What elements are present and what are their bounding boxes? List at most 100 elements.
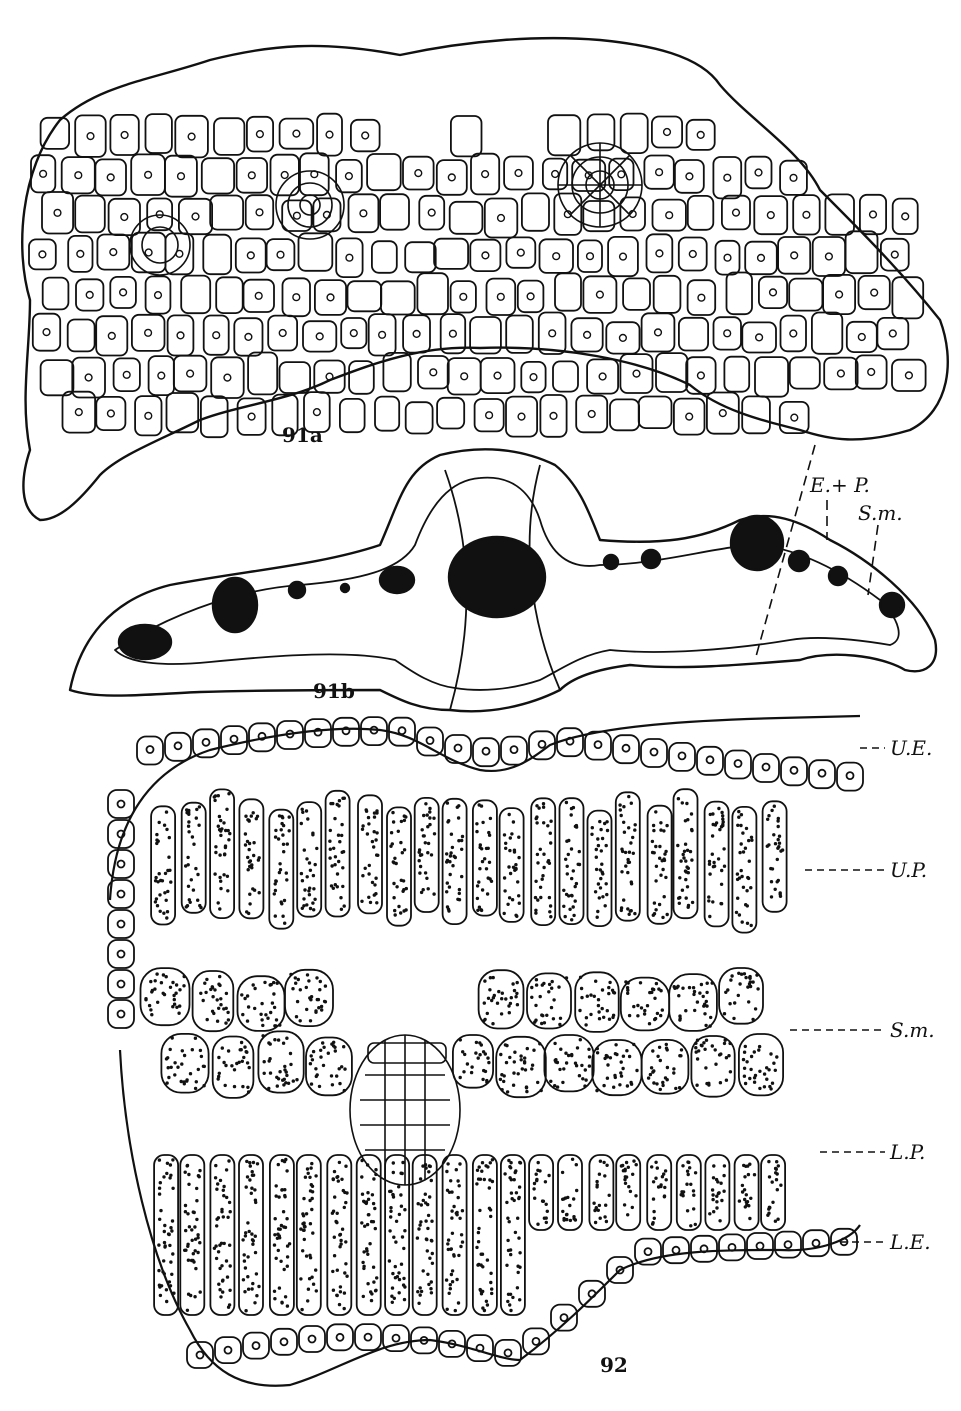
chloroplast (508, 1056, 511, 1059)
chloroplast (534, 1004, 537, 1007)
chloroplast (248, 1161, 251, 1164)
chloroplast (233, 1085, 236, 1088)
chloroplast (449, 1283, 452, 1286)
chloroplast (158, 1187, 161, 1190)
chloroplast (225, 1168, 228, 1171)
chloroplast (332, 1210, 335, 1213)
chloroplast (427, 1214, 430, 1217)
cell-nucleus (448, 174, 455, 181)
chloroplast (748, 860, 751, 863)
chloroplast (455, 1168, 458, 1171)
chloroplast (255, 1272, 258, 1275)
chloroplast (446, 801, 449, 804)
chloroplast (456, 1179, 459, 1182)
chloroplast (252, 1161, 255, 1164)
chloroplast (753, 1081, 756, 1084)
chloroplast (736, 824, 739, 827)
chloroplast (630, 882, 633, 885)
epidermal-cell (108, 940, 134, 968)
cell-nucleus (118, 981, 125, 988)
chloroplast (269, 1042, 272, 1045)
cell-nucleus (770, 289, 777, 296)
vascular-bundle (119, 625, 171, 659)
chloroplast (694, 1223, 697, 1226)
chloroplast (706, 982, 709, 985)
chloroplast (585, 1016, 588, 1019)
chloroplast (188, 898, 191, 901)
chloroplast (149, 980, 152, 983)
chloroplast (456, 898, 459, 901)
chloroplast (246, 1061, 249, 1064)
chloroplast (428, 1257, 431, 1260)
chloroplast (388, 1259, 391, 1262)
chloroplast (651, 1221, 654, 1224)
chloroplast (344, 1201, 347, 1204)
chloroplast (338, 1303, 341, 1306)
chloroplast (659, 828, 662, 831)
chloroplast (685, 1183, 688, 1186)
chloroplast (245, 1160, 248, 1163)
chloroplast (247, 912, 250, 915)
chloroplast (511, 1296, 514, 1299)
chloroplast (162, 912, 165, 915)
chloroplast (275, 1194, 278, 1197)
chloroplast (215, 1218, 218, 1221)
cell-nucleus (618, 171, 625, 178)
chloroplast (200, 1055, 203, 1058)
chloroplast (481, 821, 484, 824)
cell (68, 236, 92, 272)
chloroplast (340, 908, 343, 911)
epidermal-cell (215, 1337, 241, 1363)
chloroplast (310, 1082, 313, 1085)
cell-nucleus (75, 409, 82, 416)
chloroplast (173, 1073, 176, 1076)
chloroplast (222, 1194, 225, 1197)
chloroplast (194, 1238, 197, 1241)
chloroplast (154, 900, 157, 903)
chloroplast (536, 1223, 539, 1226)
cell (742, 322, 776, 352)
chloroplast (226, 875, 229, 878)
cell (267, 239, 295, 270)
chloroplast (704, 1066, 707, 1069)
chloroplast (180, 1080, 183, 1083)
chloroplast (729, 978, 732, 981)
chloroplast (190, 1228, 193, 1231)
cell (812, 313, 842, 354)
chloroplast (711, 1198, 714, 1201)
chloroplast (431, 1252, 434, 1255)
cell-nucleus (158, 372, 165, 379)
chloroplast (309, 907, 312, 910)
chloroplast (489, 1208, 492, 1211)
chloroplast (603, 1215, 606, 1218)
chloroplast (748, 977, 751, 980)
chloroplast (218, 907, 221, 910)
chloroplast (448, 1292, 451, 1295)
chloroplast (488, 861, 491, 864)
chloroplast (374, 838, 377, 841)
chloroplast (776, 819, 779, 822)
chloroplast (744, 1045, 747, 1048)
chloroplast (248, 1230, 251, 1233)
chloroplast (483, 1001, 486, 1004)
chloroplast (661, 868, 664, 871)
cell (211, 357, 244, 398)
chloroplast (308, 887, 311, 890)
chloroplast (480, 1292, 483, 1295)
cell-nucleus (155, 292, 162, 299)
chloroplast (191, 1259, 194, 1262)
chloroplast (520, 1058, 523, 1061)
chloroplast (184, 1171, 187, 1174)
chloroplast (624, 1182, 627, 1185)
chloroplast (335, 1294, 338, 1297)
chloroplast (217, 1250, 220, 1253)
chloroplast (550, 987, 553, 990)
chloroplast (167, 856, 170, 859)
chloroplast (745, 1193, 748, 1196)
cell (754, 196, 787, 234)
chloroplast (661, 1008, 664, 1011)
chloroplast (372, 1266, 375, 1269)
chloroplast (679, 859, 682, 862)
cell-nucleus (497, 293, 504, 300)
chloroplast (742, 886, 745, 889)
